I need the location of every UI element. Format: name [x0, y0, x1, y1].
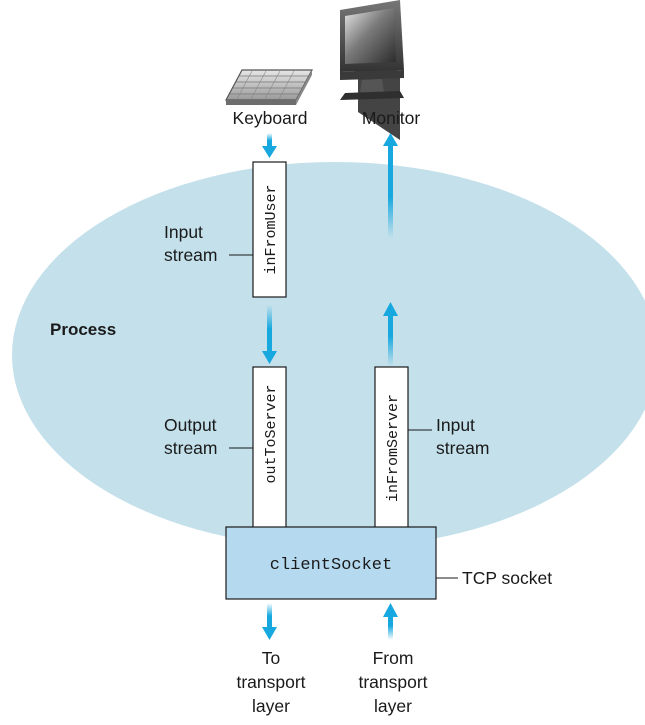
keyboard-icon — [225, 69, 313, 105]
arrow-to-monitor — [383, 133, 398, 238]
tcp-socket-label: TCP socket — [462, 568, 552, 588]
out-to-server-name: outToServer — [263, 384, 280, 483]
monitor-label: Monitor — [362, 108, 421, 128]
to-transport-line-2: transport — [236, 672, 305, 692]
in-from-user-label-2: stream — [164, 245, 217, 265]
to-transport-line-1: To — [262, 648, 280, 668]
in-from-user-stream — [252, 161, 287, 298]
from-transport-line-2: transport — [358, 672, 427, 692]
arrow-to-transport — [262, 603, 277, 640]
arrow-from-transport — [383, 603, 398, 640]
process-boundary — [12, 162, 645, 548]
from-transport-line-1: From — [373, 648, 414, 668]
in-from-user-name: inFromUser — [263, 184, 280, 274]
in-from-server-label-2: stream — [436, 438, 489, 458]
out-to-server-label-2: stream — [164, 438, 217, 458]
out-to-server-stream — [252, 366, 287, 530]
out-to-server-label-1: Output — [164, 415, 217, 435]
process-label: Process — [50, 320, 116, 339]
in-from-server-name: inFromServer — [385, 394, 402, 502]
in-from-server-label-1: Input — [436, 415, 475, 435]
in-from-server-stream — [374, 366, 409, 530]
to-transport-line-3: layer — [252, 696, 290, 716]
from-transport-line-3: layer — [374, 696, 412, 716]
arrow-input-to-output — [262, 305, 277, 364]
client-socket-box — [225, 526, 437, 600]
in-from-user-label-1: Input — [164, 222, 203, 242]
keyboard-label: Keyboard — [233, 108, 308, 128]
arrow-input-from-server-up — [383, 302, 398, 366]
arrow-keyboard-to-input — [262, 133, 277, 158]
client-socket-name: clientSocket — [270, 556, 392, 575]
monitor-icon — [340, 0, 404, 140]
